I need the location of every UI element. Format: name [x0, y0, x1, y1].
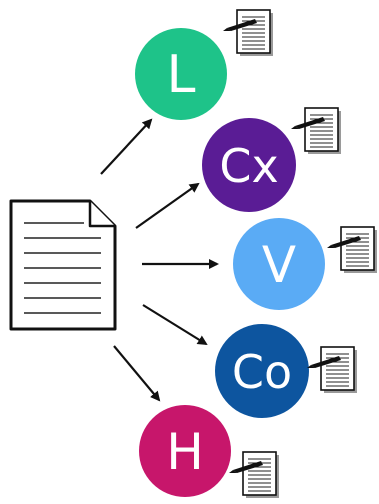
arrow-to-co	[142, 304, 208, 346]
node-l-label: L	[167, 45, 196, 105]
signed-document-icon	[228, 451, 280, 499]
node-co: Co	[215, 324, 309, 418]
node-v: V	[233, 218, 325, 310]
node-cx-circle	[202, 118, 296, 212]
node-co-label: Co	[232, 345, 292, 399]
node-l: L	[135, 28, 227, 120]
node-co-circle	[215, 324, 309, 418]
arrow-to-cx	[135, 182, 200, 229]
node-h: H	[139, 405, 231, 497]
signed-document-icon	[290, 107, 342, 155]
node-cx: Cx	[202, 118, 296, 212]
node-h-label: H	[166, 423, 204, 481]
node-l-circle	[135, 28, 227, 120]
signed-document-icon	[306, 346, 358, 394]
node-h-circle	[139, 405, 231, 497]
signed-document-icon	[222, 9, 274, 57]
node-cx-label: Cx	[219, 139, 278, 193]
node-v-circle	[233, 218, 325, 310]
document-icon	[9, 199, 117, 331]
arrow-to-l	[100, 118, 153, 175]
arrow-to-h	[113, 345, 161, 402]
node-v-label: V	[262, 236, 296, 294]
signed-document-icon	[326, 226, 378, 274]
